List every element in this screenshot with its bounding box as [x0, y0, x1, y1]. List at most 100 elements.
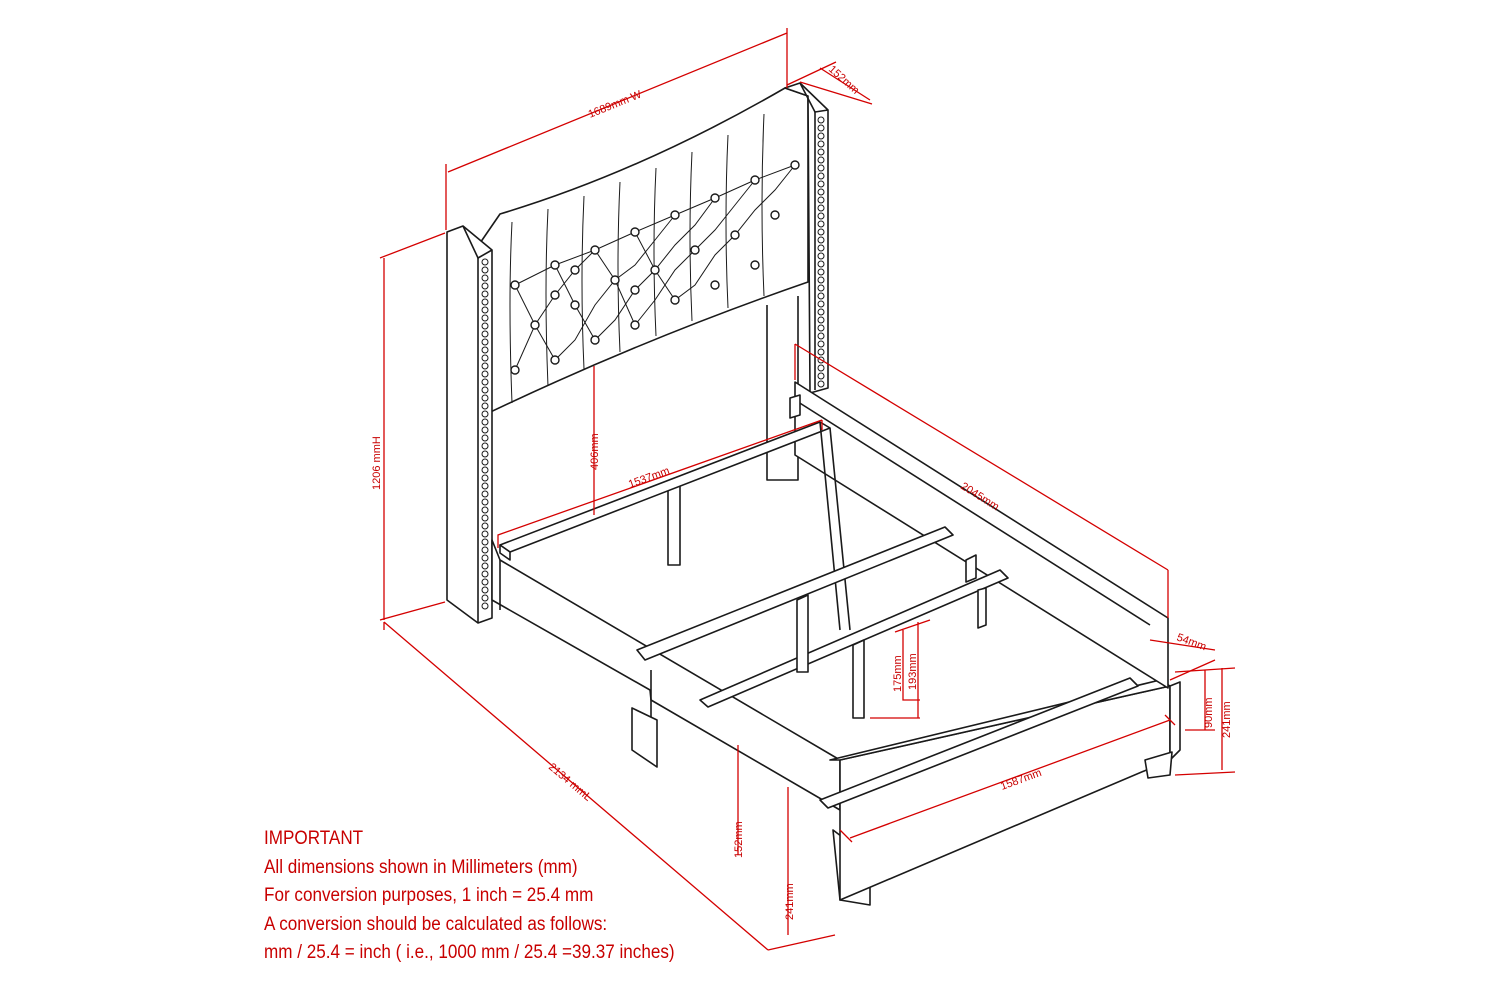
dim-overall-height: 1206 mmH	[371, 436, 383, 490]
nailhead	[481, 314, 489, 322]
nailhead	[817, 276, 825, 284]
nailhead	[817, 244, 825, 252]
nailhead	[481, 450, 489, 458]
nailhead	[817, 156, 825, 164]
nailhead	[481, 458, 489, 466]
head-crossbar	[499, 421, 831, 553]
support-leg-1	[667, 482, 681, 566]
nailhead	[817, 300, 825, 308]
nailhead	[481, 282, 489, 290]
nailhead	[817, 172, 825, 180]
notes-line-1: All dimensions shown in Millimeters (mm)	[264, 856, 578, 878]
nailhead	[817, 364, 825, 372]
nailhead	[817, 204, 825, 212]
dim-corner-height: 241mm	[784, 883, 796, 920]
footboard-side	[1169, 681, 1181, 761]
dim-headboard-clearance: 406mm	[589, 433, 601, 470]
nailhead	[817, 316, 825, 324]
nailhead	[481, 490, 489, 498]
hanging-bracket	[789, 394, 801, 419]
left-side-rail	[491, 539, 841, 811]
nailhead	[481, 306, 489, 314]
nailhead	[481, 474, 489, 482]
bed-frame	[491, 381, 1181, 906]
nailhead	[481, 578, 489, 586]
tufting-buttons	[510, 160, 800, 375]
nailhead	[481, 330, 489, 338]
nailhead	[481, 354, 489, 362]
nailhead	[481, 570, 489, 578]
dim-leg-height-a: 175mm	[892, 655, 904, 692]
nailhead	[817, 132, 825, 140]
nailhead	[481, 290, 489, 298]
cross-slat-2	[699, 569, 1009, 708]
nailhead	[481, 434, 489, 442]
nailhead	[817, 180, 825, 188]
tufting-channels	[509, 113, 765, 404]
nailhead	[481, 506, 489, 514]
nailhead	[817, 308, 825, 316]
nailhead	[817, 332, 825, 340]
notes-heading: IMPORTANT	[264, 828, 364, 849]
nailhead	[817, 236, 825, 244]
notes-line-4: mm / 25.4 = inch ( i.e., 1000 mm / 25.4 …	[264, 942, 675, 963]
nailhead	[481, 298, 489, 306]
nailhead	[481, 410, 489, 418]
nailhead	[817, 228, 825, 236]
nailhead	[481, 370, 489, 378]
nailhead	[481, 346, 489, 354]
nailhead	[817, 124, 825, 132]
nailhead	[481, 562, 489, 570]
rear-left-leg	[631, 707, 658, 768]
nailhead	[481, 394, 489, 402]
nailhead	[481, 602, 489, 610]
nailhead	[481, 466, 489, 474]
nailhead	[817, 188, 825, 196]
nailhead	[817, 148, 825, 156]
nailhead	[481, 546, 489, 554]
nailhead	[817, 116, 825, 124]
headboard-rear-leg	[766, 296, 799, 481]
cross-slat-1	[636, 526, 954, 661]
headboard	[446, 82, 829, 624]
dim-leg-height-b: 193mm	[907, 653, 919, 690]
nailhead	[481, 418, 489, 426]
nailhead	[481, 402, 489, 410]
nailhead	[481, 586, 489, 594]
nailhead	[481, 258, 489, 266]
foot-crossbar	[819, 677, 1139, 809]
nailhead	[817, 372, 825, 380]
nailhead	[817, 380, 825, 388]
headboard-panel	[477, 87, 809, 419]
right-wing-nailheads	[817, 116, 825, 388]
nailhead	[481, 378, 489, 386]
nailhead	[817, 140, 825, 148]
nailhead	[817, 268, 825, 276]
nailhead	[481, 442, 489, 450]
nailhead	[817, 324, 825, 332]
nailhead	[817, 340, 825, 348]
nailhead	[817, 292, 825, 300]
nailhead	[817, 284, 825, 292]
dim-rail-thickness: 54mm	[1175, 632, 1208, 654]
nailhead	[481, 426, 489, 434]
dim-footboard-total-height: 241mm	[1221, 701, 1233, 738]
nailhead	[481, 338, 489, 346]
dim-overall-length: 2134 mmL	[546, 761, 594, 804]
nailhead	[817, 252, 825, 260]
center-bracket	[965, 554, 977, 583]
dim-headboard-width: 1689mm W	[587, 88, 644, 120]
left-wing-nailheads	[481, 258, 489, 610]
center-support-leg-1	[796, 594, 809, 673]
nailhead	[817, 260, 825, 268]
nailhead	[481, 594, 489, 602]
nailhead	[817, 220, 825, 228]
important-notes: IMPORTANT All dimensions shown in Millim…	[264, 825, 675, 968]
nailhead	[481, 386, 489, 394]
nailhead	[817, 348, 825, 356]
nailhead	[481, 482, 489, 490]
dim-footboard-height: 90mm	[1203, 697, 1215, 728]
nailhead	[481, 522, 489, 530]
